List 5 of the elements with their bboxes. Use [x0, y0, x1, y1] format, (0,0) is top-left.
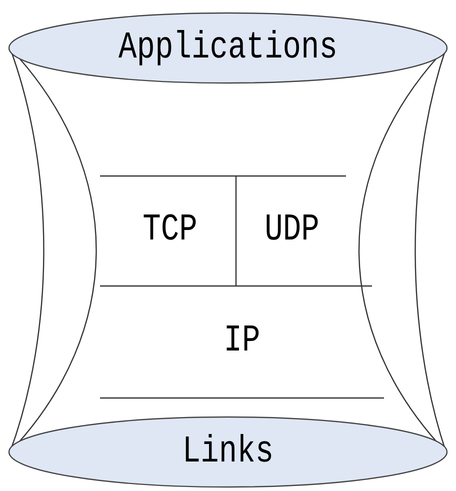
- layer-label: Links: [182, 430, 274, 474]
- layer-label: Applications: [118, 26, 338, 70]
- layer-label: TCP: [142, 208, 198, 252]
- layer-label: UDP: [264, 208, 320, 252]
- layer-label: IP: [224, 320, 260, 362]
